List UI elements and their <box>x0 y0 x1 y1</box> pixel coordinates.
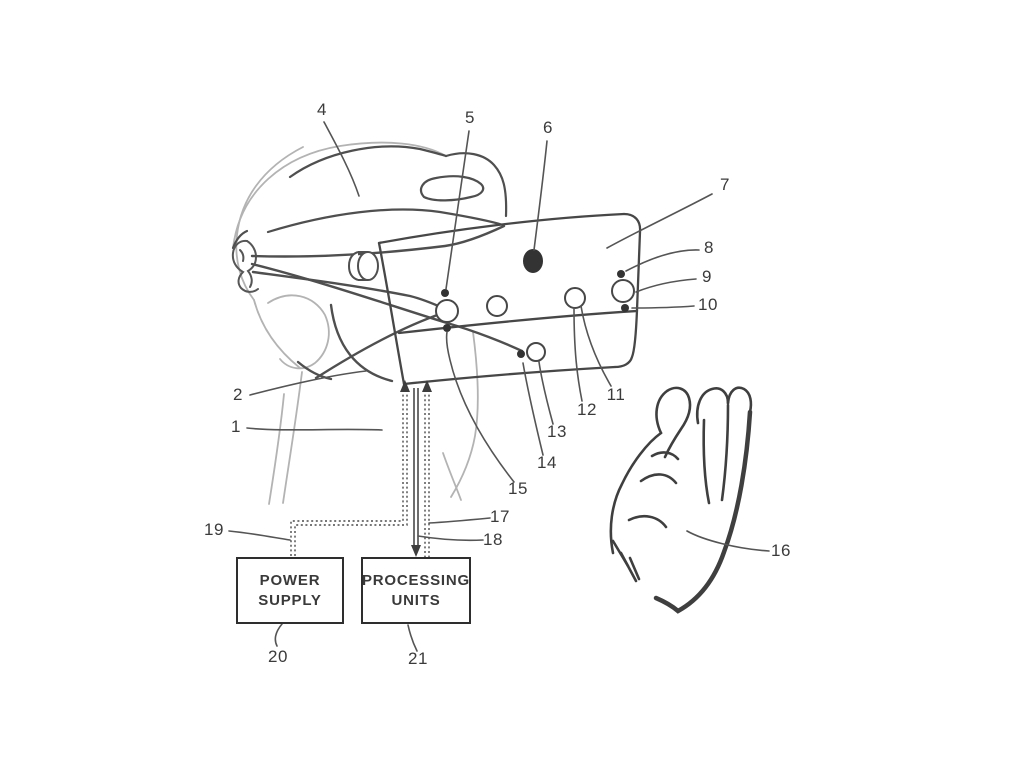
sensor-circles <box>435 279 635 362</box>
ref-label-6: 6 <box>543 118 553 137</box>
wire-arrowheads <box>400 380 432 557</box>
ref-label-17: 17 <box>490 507 510 526</box>
processing-units-box: PROCESSING UNITS <box>361 557 471 624</box>
ref-label-14: 14 <box>537 453 557 472</box>
sensor-dots <box>441 249 629 358</box>
vent-opening <box>419 175 485 202</box>
ref-label-12: 12 <box>577 400 597 419</box>
ref-label-4: 4 <box>317 100 327 119</box>
camera-dot <box>523 249 543 273</box>
connection-wires <box>290 388 430 557</box>
headset-straps <box>250 224 524 383</box>
display-unit <box>377 212 642 386</box>
power-supply-box: POWER SUPPLY <box>236 557 344 624</box>
ref-label-1: 1 <box>231 417 241 436</box>
palm-edge-stroke <box>653 409 753 614</box>
processing-units-label-line1: PROCESSING <box>361 572 471 589</box>
hand-sketch <box>609 386 753 614</box>
strap-adjuster-knob <box>347 251 379 281</box>
ref-label-8: 8 <box>704 238 714 257</box>
power-supply-label-line2: SUPPLY <box>258 592 322 609</box>
ref-label-2: 2 <box>233 385 243 404</box>
ref-label-19: 19 <box>204 520 224 539</box>
processing-units-label-line2: UNITS <box>391 592 441 609</box>
ref-label-11: 11 <box>606 385 626 404</box>
power-supply-label-line1: POWER <box>259 572 321 589</box>
ref-label-20: 20 <box>268 647 288 666</box>
ref-label-5: 5 <box>465 108 475 127</box>
leader-lines <box>228 121 770 652</box>
helmet-shell <box>231 145 508 250</box>
ref-label-15: 15 <box>508 479 528 498</box>
ref-label-18: 18 <box>483 530 503 549</box>
ref-label-13: 13 <box>547 422 567 441</box>
ref-label-10: 10 <box>698 295 718 314</box>
ref-label-16: 16 <box>771 541 791 560</box>
head-outline <box>232 141 479 505</box>
ref-label-21: 21 <box>408 649 428 668</box>
ref-label-7: 7 <box>720 175 730 194</box>
ref-label-9: 9 <box>702 267 712 286</box>
